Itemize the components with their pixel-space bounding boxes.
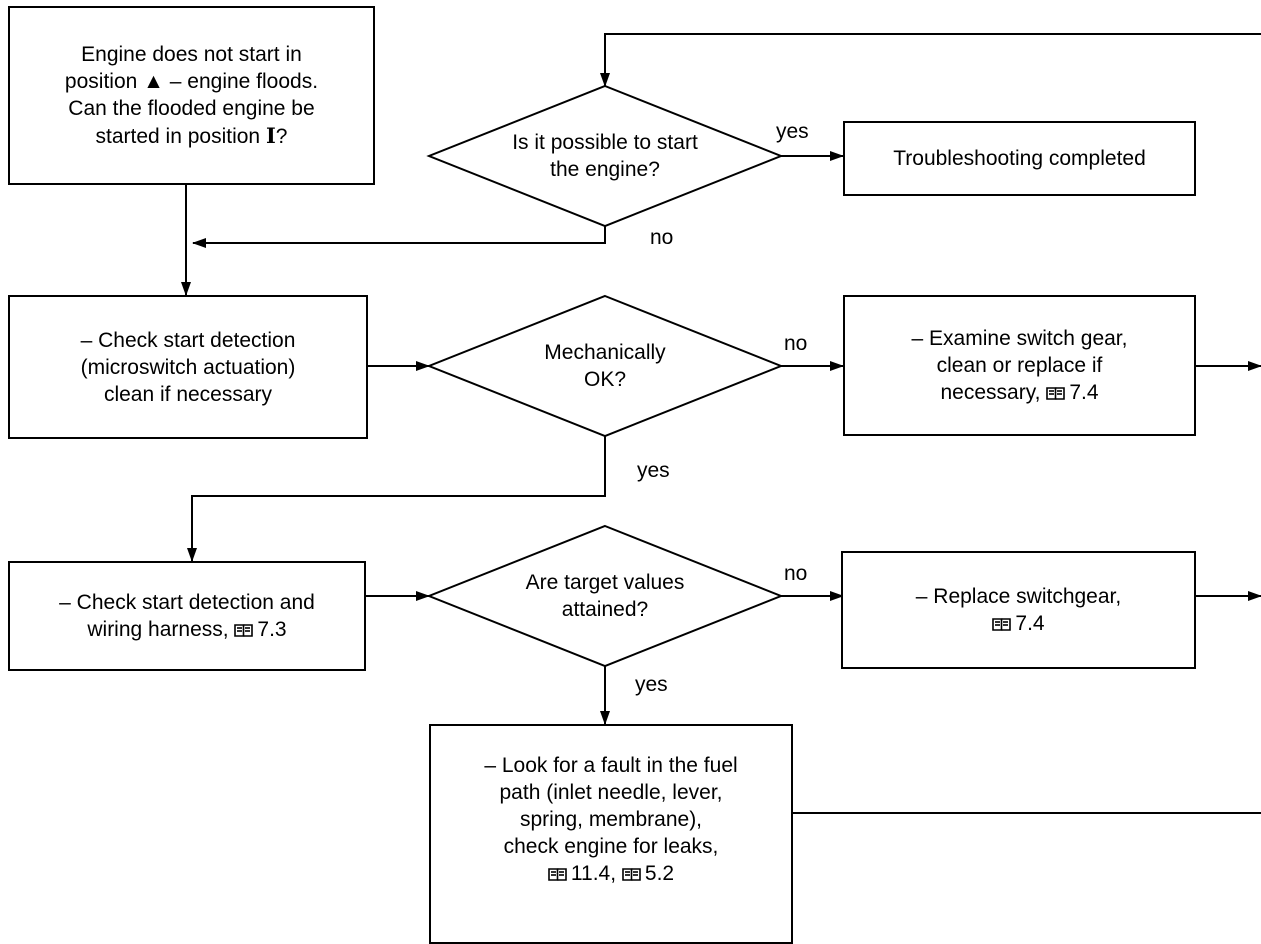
text-line: 7.4 bbox=[916, 610, 1121, 637]
text-line: started in position I? bbox=[95, 123, 288, 148]
start-condition-box: Engine does not start in position ▲ – eng… bbox=[8, 6, 375, 185]
edge-label-q1-no: no bbox=[650, 226, 674, 249]
text-line: the engine? bbox=[550, 158, 660, 181]
edge-label-q3-yes: yes bbox=[635, 673, 668, 696]
connector-q1-no bbox=[192, 226, 606, 248]
triangle-position-icon: ▲ bbox=[143, 70, 164, 93]
connector-q2-yes bbox=[187, 436, 606, 562]
examine-switch-gear-box: – Examine switch gear, clean or replace i… bbox=[843, 295, 1196, 436]
edge-label-q2-yes: yes bbox=[637, 459, 670, 482]
text-line: spring, membrane), bbox=[519, 808, 703, 831]
troubleshooting-completed-box: Troubleshooting completed bbox=[843, 121, 1196, 196]
text-line: Can the flooded engine be bbox=[68, 97, 315, 120]
text-line: OK? bbox=[583, 368, 627, 391]
book-icon bbox=[548, 867, 567, 881]
text-line: (microswitch actuation) bbox=[80, 355, 296, 379]
text-line: Mechanically bbox=[544, 341, 666, 364]
text-line: – Check start detection and bbox=[59, 591, 315, 614]
decision-target-values: Are target values attained? bbox=[469, 551, 741, 641]
text-line: Is it possible to start bbox=[512, 131, 698, 154]
text-line: position ▲ – engine floods. bbox=[64, 70, 319, 93]
text-line: 11.4, 5.2 bbox=[484, 860, 737, 887]
replace-switchgear-box: – Replace switchgear,7.4 bbox=[841, 551, 1196, 669]
connector-loopback-to-q1 bbox=[600, 33, 1261, 87]
text-line: wiring harness, 7.3 bbox=[87, 618, 287, 641]
text-line: – Look for a fault in the fuel bbox=[484, 754, 738, 777]
text-line: Troubleshooting completed bbox=[893, 147, 1146, 170]
decision-start-possible: Is it possible to start the engine? bbox=[469, 111, 741, 201]
text-line: – Replace switchgear, bbox=[915, 585, 1122, 608]
text-line: Are target values bbox=[525, 571, 685, 594]
book-icon bbox=[992, 617, 1012, 631]
book-icon bbox=[1046, 386, 1066, 400]
text-line: – Check start detection bbox=[80, 328, 296, 352]
text-line: path (inlet needle, lever, bbox=[499, 781, 723, 804]
edge-label-q3-no: no bbox=[784, 562, 808, 585]
text-line: Engine does not start in bbox=[81, 43, 302, 66]
text-line: check engine for leaks, bbox=[503, 835, 719, 858]
text-line: clean or replace if bbox=[936, 354, 1103, 377]
check-wiring-harness-box: – Check start detection and wiring harnes… bbox=[8, 561, 366, 671]
book-icon bbox=[622, 867, 641, 881]
check-start-detection-box: – Check start detection (microswitch actu… bbox=[8, 295, 368, 439]
text-line: attained? bbox=[561, 598, 649, 621]
position-I-symbol: I bbox=[265, 123, 276, 148]
edge-label-q2-no: no bbox=[784, 332, 808, 355]
edge-label-q1-yes: yes bbox=[776, 120, 809, 143]
text-line: clean if necessary bbox=[103, 382, 273, 406]
fuel-path-fault-box: – Look for a fault in the fuel path (inle… bbox=[429, 724, 793, 944]
text-line: necessary, 7.4 bbox=[940, 381, 1099, 404]
text-line: – Examine switch gear, bbox=[911, 327, 1128, 350]
book-icon bbox=[234, 623, 254, 637]
